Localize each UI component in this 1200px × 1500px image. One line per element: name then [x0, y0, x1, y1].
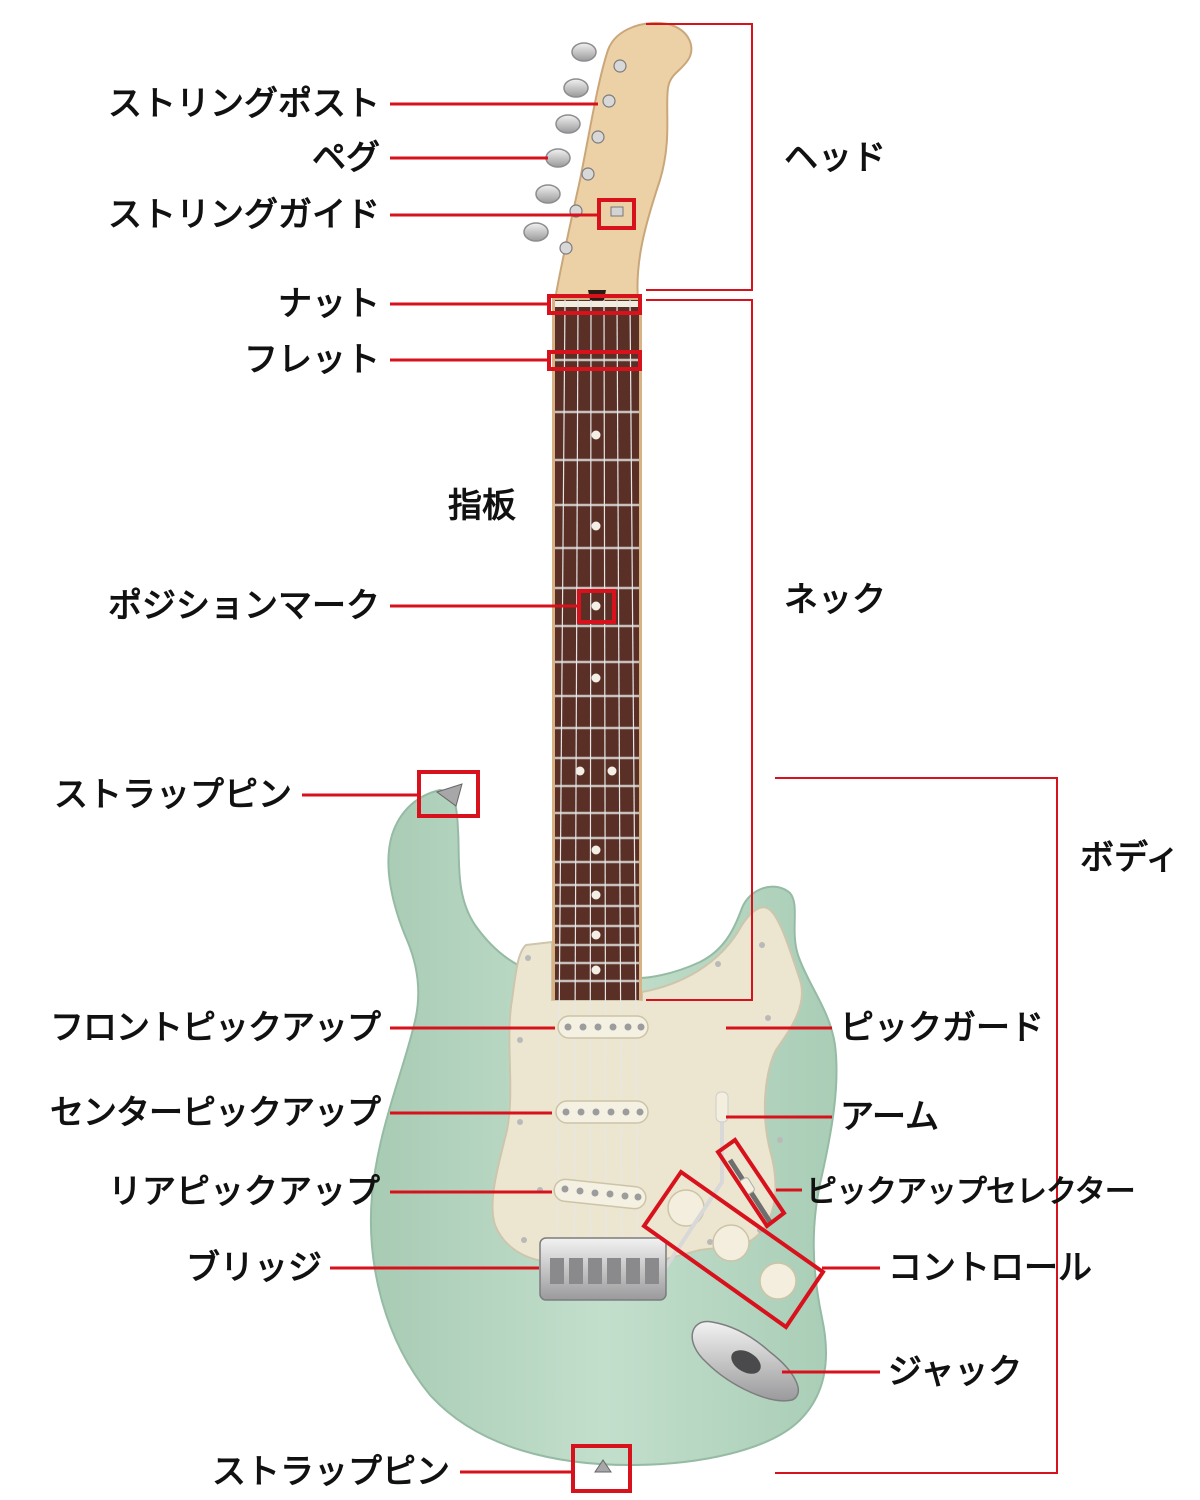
label-center-pickup: センターピックアップ: [50, 1093, 381, 1133]
tuning-pegs: [523, 42, 597, 242]
tremolo-arm: [662, 1100, 724, 1272]
label-string-guide: ストリングガイド: [108, 195, 380, 235]
label-strap-pin-bottom: ストラップピン: [212, 1452, 450, 1492]
label-neck: ネック: [784, 580, 886, 620]
label-fingerboard: 指板: [448, 486, 516, 526]
label-head: ヘッド: [784, 138, 886, 178]
label-front-pickup: フロントピックアップ: [50, 1008, 381, 1048]
pickguard: [491, 906, 803, 1263]
region-brackets: [646, 23, 1058, 1474]
label-string-post: ストリングポスト: [108, 84, 380, 124]
jack-socket: [731, 1350, 761, 1374]
arm-tip: [715, 1091, 729, 1123]
label-peg: ペグ: [312, 138, 380, 178]
strap-pin-bottom-part: [594, 1459, 612, 1473]
bridge-plate: [539, 1237, 667, 1301]
label-pickup-selector: ピックアップセレクター: [806, 1174, 1136, 1210]
string-guide-part: [610, 206, 624, 217]
control-knobs: [667, 1189, 797, 1300]
label-position-mark: ポジションマーク: [108, 586, 380, 626]
label-strap-pin-top: ストラップピン: [54, 775, 292, 815]
fingerboard-surface: [555, 300, 639, 1000]
label-jack: ジャック: [888, 1352, 1023, 1392]
label-control: コントロール: [888, 1248, 1092, 1288]
bridge-saddles: [550, 1258, 659, 1284]
label-bridge: ブリッジ: [186, 1248, 322, 1288]
pickups: [553, 1015, 649, 1210]
headstock: [553, 22, 693, 301]
pickup-poles: [561, 1023, 645, 1201]
label-body: ボディ: [1080, 838, 1180, 878]
position-marks: [575, 430, 617, 975]
strap-pin-top-part: [435, 783, 463, 807]
label-arm: アーム: [840, 1097, 939, 1137]
label-nut: ナット: [278, 284, 380, 324]
frets: [555, 301, 639, 983]
callout-lines: [302, 102, 880, 1474]
label-pickguard: ピックガード: [840, 1008, 1044, 1048]
label-rear-pickup: リアピックアップ: [108, 1172, 380, 1212]
label-fret: フレット: [244, 340, 380, 380]
